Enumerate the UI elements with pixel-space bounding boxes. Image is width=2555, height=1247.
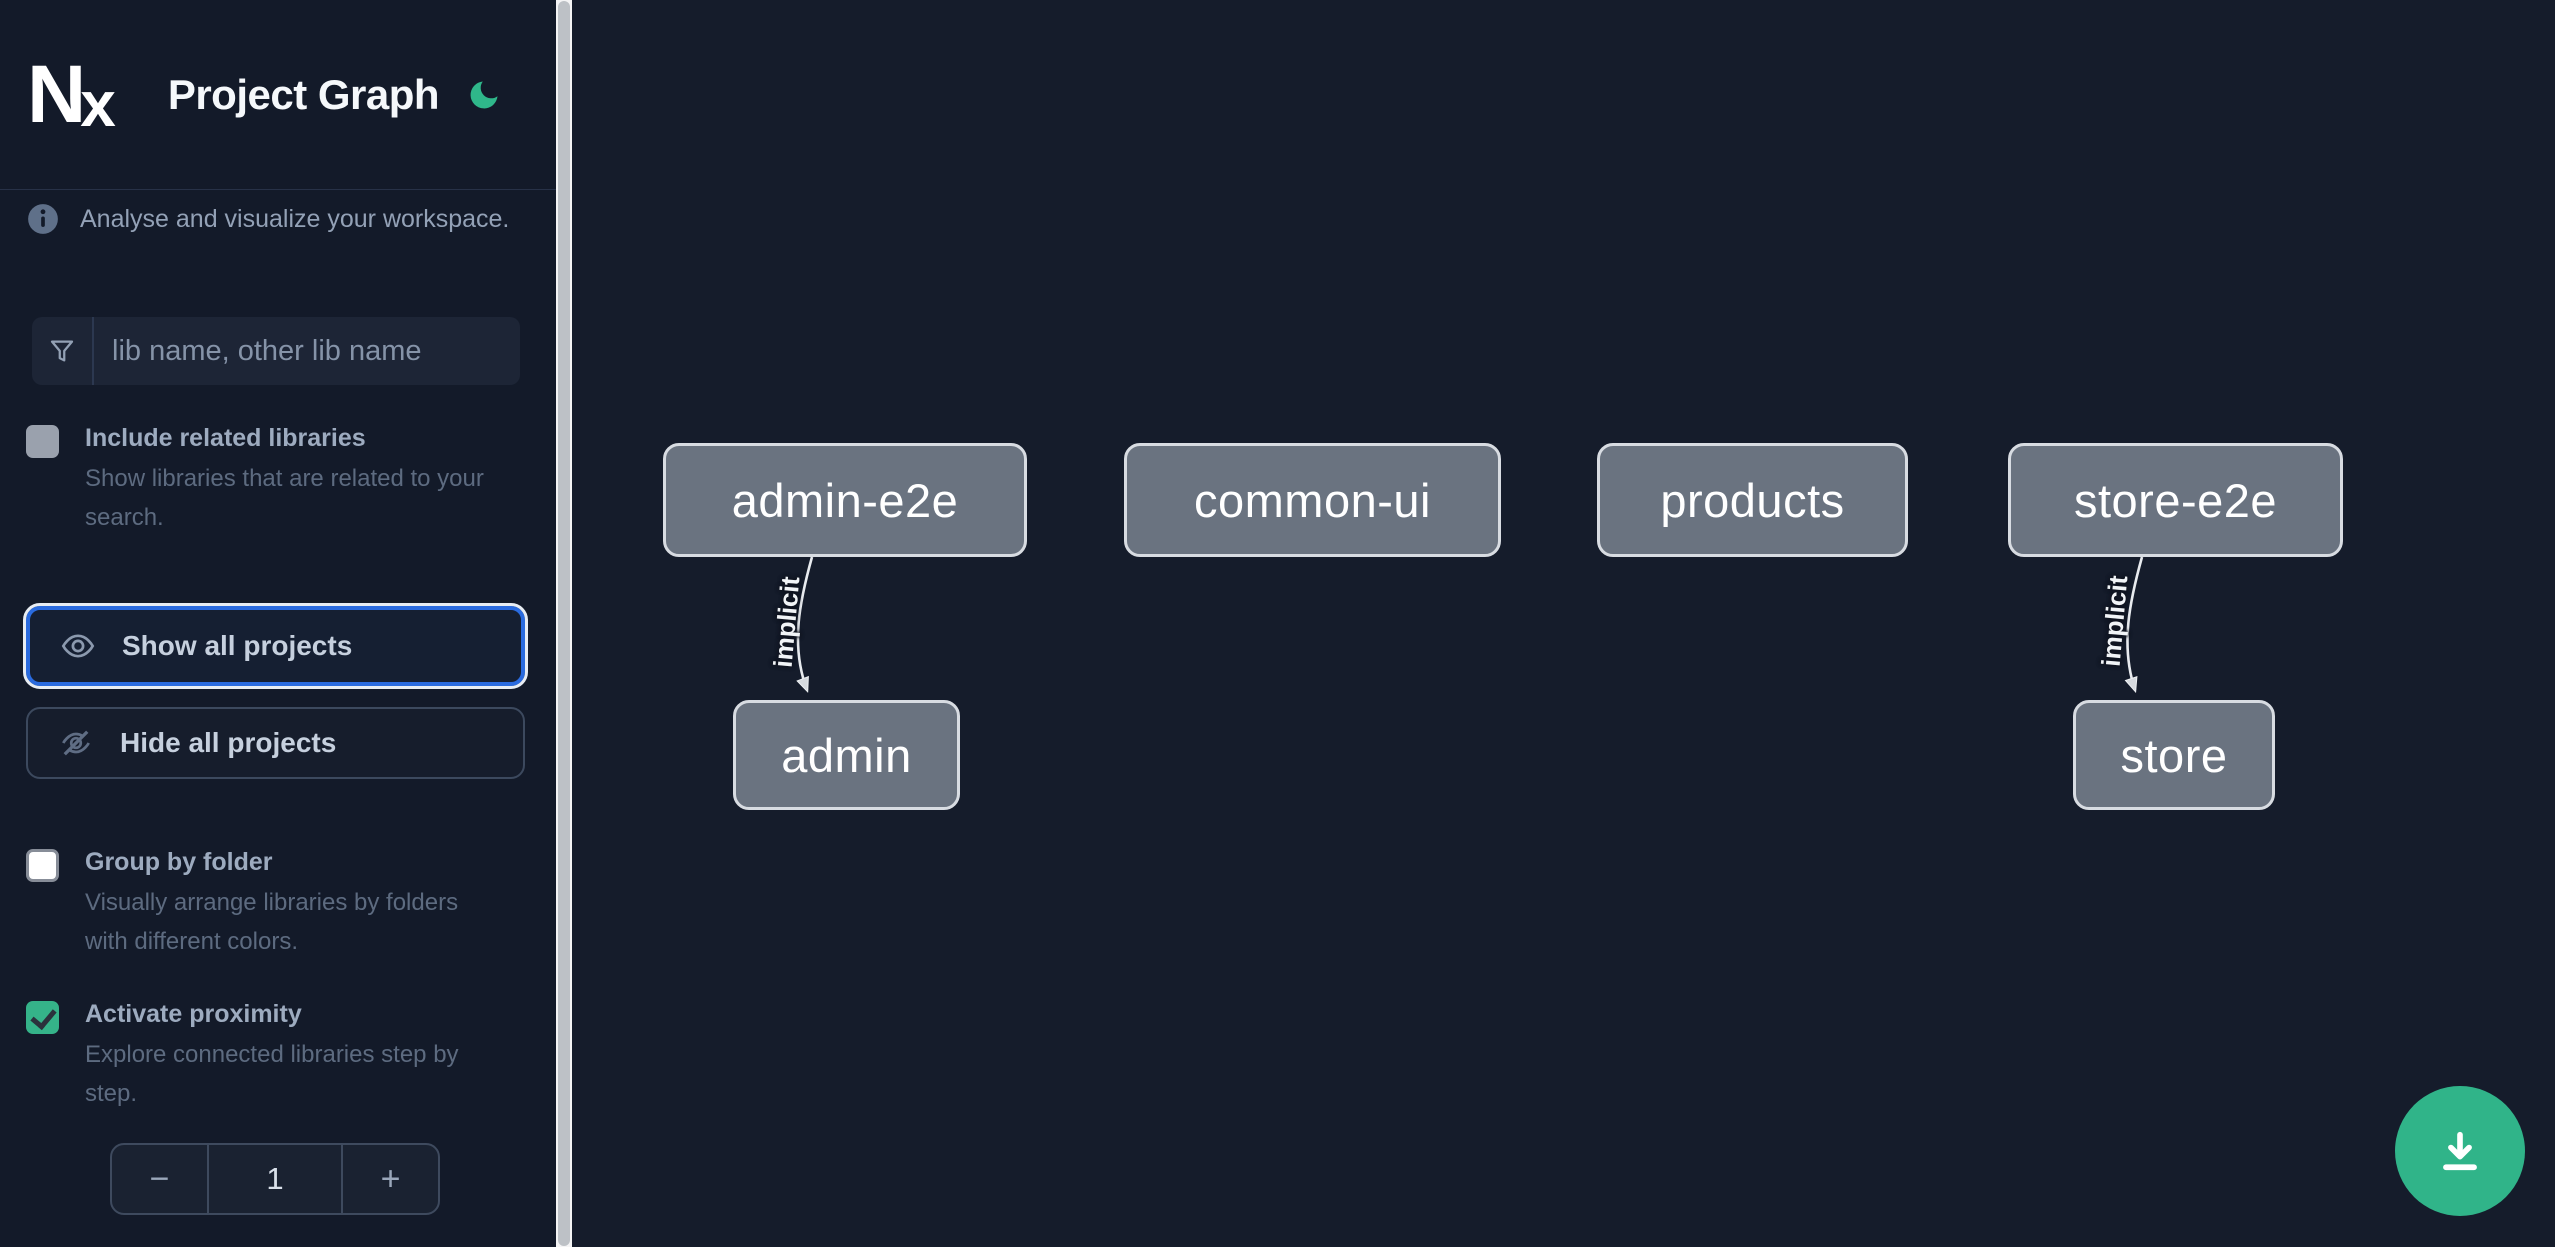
show-all-projects-button[interactable]: Show all projects bbox=[23, 603, 528, 689]
nx-logo: N x bbox=[27, 48, 116, 140]
toggle-activate-proximity: Activate proximity Explore connected lib… bbox=[26, 1000, 497, 1113]
page-title: Project Graph bbox=[167, 70, 440, 118]
stepper-decrement-button[interactable]: − bbox=[112, 1145, 207, 1213]
include-related-libraries-checkbox[interactable] bbox=[26, 425, 59, 458]
info-icon bbox=[28, 204, 58, 234]
eye-off-icon bbox=[62, 730, 90, 756]
proximity-depth-stepper: − 1 + bbox=[110, 1143, 440, 1215]
group-by-folder-description: Visually arrange libraries by folders wi… bbox=[85, 889, 459, 955]
group-by-folder-checkbox[interactable] bbox=[26, 849, 59, 882]
nx-logo-n: N bbox=[27, 48, 86, 140]
toggle-include-related-libraries: Include related libraries Show libraries… bbox=[26, 424, 497, 537]
project-node-admin-e2e[interactable]: admin-e2e bbox=[663, 443, 1027, 557]
include-related-libraries-label[interactable]: Include related libraries bbox=[85, 424, 366, 452]
funnel-filter-icon bbox=[32, 317, 94, 385]
download-graph-button[interactable] bbox=[2395, 1086, 2525, 1216]
edge-label-admin-e2e-to-admin[interactable]: implicit bbox=[767, 575, 806, 669]
workspace-info-row: Analyse and visualize your workspace. bbox=[26, 202, 509, 236]
show-all-projects-label: Show all projects bbox=[122, 630, 353, 661]
sidebar: N x Project Graph Analyse and visualize … bbox=[0, 0, 556, 1247]
stepper-value[interactable]: 1 bbox=[207, 1145, 343, 1213]
project-node-common-ui[interactable]: common-ui bbox=[1124, 443, 1501, 557]
activate-proximity-description: Explore connected libraries step by step… bbox=[85, 1041, 459, 1107]
activate-proximity-checkbox[interactable] bbox=[26, 1001, 59, 1034]
project-node-products[interactable]: products bbox=[1597, 443, 1908, 557]
hide-all-projects-label: Hide all projects bbox=[120, 727, 337, 758]
include-related-libraries-description: Show libraries that are related to your … bbox=[85, 465, 484, 531]
filter-input[interactable] bbox=[94, 317, 520, 385]
sidebar-header: N x Project Graph bbox=[0, 0, 556, 190]
eye-icon bbox=[61, 634, 95, 658]
edge-label-store-e2e-to-store[interactable]: implicit bbox=[2095, 574, 2134, 668]
toggle-group-by-folder: Group by folder Visually arrange librari… bbox=[26, 848, 497, 961]
hide-all-projects-button[interactable]: Hide all projects bbox=[26, 707, 525, 779]
stepper-increment-button[interactable]: + bbox=[343, 1145, 438, 1213]
filter-box bbox=[32, 317, 520, 385]
nx-logo-x: x bbox=[80, 67, 116, 140]
dark-mode-moon-icon[interactable] bbox=[466, 77, 502, 113]
download-icon bbox=[2443, 1131, 2477, 1171]
project-node-admin[interactable]: admin bbox=[733, 700, 960, 810]
workspace-info-text: Analyse and visualize your workspace. bbox=[80, 204, 510, 233]
project-node-store[interactable]: store bbox=[2073, 700, 2275, 810]
project-node-store-e2e[interactable]: store-e2e bbox=[2008, 443, 2343, 557]
sidebar-scrollbar bbox=[556, 0, 572, 1247]
group-by-folder-label[interactable]: Group by folder bbox=[85, 848, 273, 876]
sidebar-scrollbar-thumb[interactable] bbox=[558, 1, 570, 1246]
activate-proximity-label[interactable]: Activate proximity bbox=[85, 1000, 302, 1028]
